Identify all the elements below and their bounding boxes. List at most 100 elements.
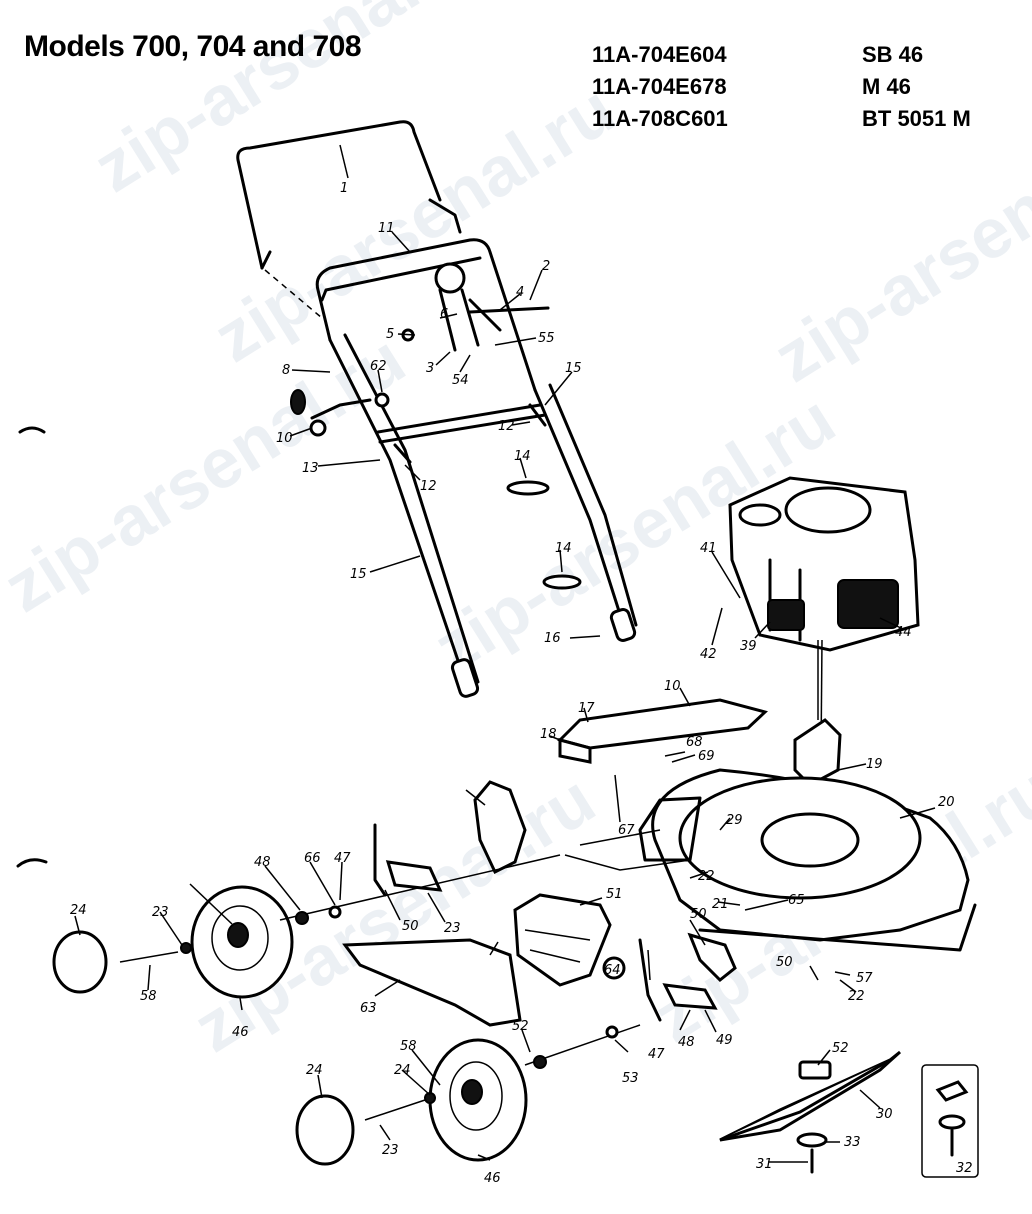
part-label: 23 [444,921,461,936]
part-label: 41 [700,541,717,556]
part-label: 14 [514,449,531,464]
part-label: 24 [306,1063,323,1078]
part-label: 50 [776,955,793,970]
part-label: 39 [740,639,757,654]
model-name: SB 46 [862,42,924,67]
part-label: 4 [516,285,524,300]
part-label: 20 [938,795,955,810]
part-label: 23 [382,1143,399,1158]
upper-handle [236,120,462,270]
part-label: 64 [604,963,621,978]
part-label: 52 [832,1041,849,1056]
middle-handle [264,238,537,392]
part-label: 58 [400,1039,417,1054]
height-lever [373,823,387,897]
part-label: 50 [690,907,707,922]
part-label: 17 [578,701,595,716]
model-code: 11A-704E678 [592,74,727,99]
part-label: 52 [512,1019,529,1034]
part-label: 11 [378,221,395,236]
bracket [793,718,842,787]
part-label: 63 [360,1001,377,1016]
part-label: 21 [712,897,729,912]
height-lever-51 [687,932,737,983]
part-label: 12 [498,419,515,434]
page-title: Models 700, 704 and 708 [24,30,362,63]
part-label: 1 [340,181,348,196]
rear-wheel [52,854,561,999]
spacer-53 [602,956,626,980]
part-label: 44 [895,625,912,640]
model-code: 11A-704E604 [592,42,727,67]
stray-mark [18,426,46,434]
handle-knob [290,389,547,464]
part-label: 33 [844,1135,861,1150]
part-label: 55 [538,331,555,346]
height-lever [638,938,662,1022]
cable-clip [542,574,582,590]
part-label: 46 [484,1171,501,1186]
part-label: 67 [618,823,635,838]
part-label: 19 [866,757,883,772]
part-label: 49 [716,1033,733,1048]
stray-mark [16,858,48,868]
model-name: BT 5051 M [862,106,971,131]
model-name: M 46 [862,74,911,99]
part-label: 65 [788,893,805,908]
part-label: 48 [678,1035,695,1050]
axle-bracket [385,860,443,892]
control-lever-assembly [401,262,550,352]
part-label: 14 [555,541,572,556]
part-label: 57 [856,971,873,986]
part-label: 6 [440,307,448,322]
part-label: 50 [402,919,419,934]
cable-clip [506,480,550,496]
axle-bracket [662,983,718,1010]
inset-detail [921,1064,979,1178]
part-label: 15 [350,567,367,582]
model-code: 11A-708C601 [592,106,728,131]
part-label: 3 [426,361,434,376]
engine [728,476,920,652]
part-label: 66 [304,851,321,866]
part-label: 16 [544,631,561,646]
part-label: 24 [394,1063,411,1078]
mulch-plate [342,938,522,1027]
part-label: 8 [282,363,290,378]
part-label: 13 [302,461,319,476]
leader-lines [74,144,936,1163]
part-label: 68 [686,735,703,750]
part-label: 69 [698,749,715,764]
part-labels: 1 11 2 4 55 54 6 5 3 15 8 62 10 13 12 12… [70,181,973,1186]
part-label: 5 [386,327,394,342]
part-label: 51 [606,887,623,902]
part-label: 29 [726,813,743,828]
part-label: 58 [140,989,157,1004]
part-label: 53 [622,1071,639,1086]
lower-handle [328,333,638,698]
front-wheel [295,1024,641,1166]
part-label: 12 [420,479,437,494]
part-label: 32 [956,1161,973,1176]
part-label: 47 [334,851,351,866]
part-label: 48 [254,855,271,870]
part-label: 23 [152,905,169,920]
part-label: 15 [565,361,582,376]
grass-guard [513,893,612,987]
height-adjuster [473,780,527,875]
part-label: 42 [700,647,717,662]
part-label: 18 [540,727,557,742]
part-label: 46 [232,1025,249,1040]
part-label: 30 [876,1107,893,1122]
part-label: 10 [664,679,681,694]
part-label: 22 [698,869,715,884]
rear-flap [557,698,768,764]
part-label: 2 [542,259,550,274]
part-label: 62 [370,359,387,374]
part-label: 24 [70,903,87,918]
mower-deck [564,768,977,952]
part-label: 54 [452,373,469,388]
part-label: 10 [276,431,293,446]
